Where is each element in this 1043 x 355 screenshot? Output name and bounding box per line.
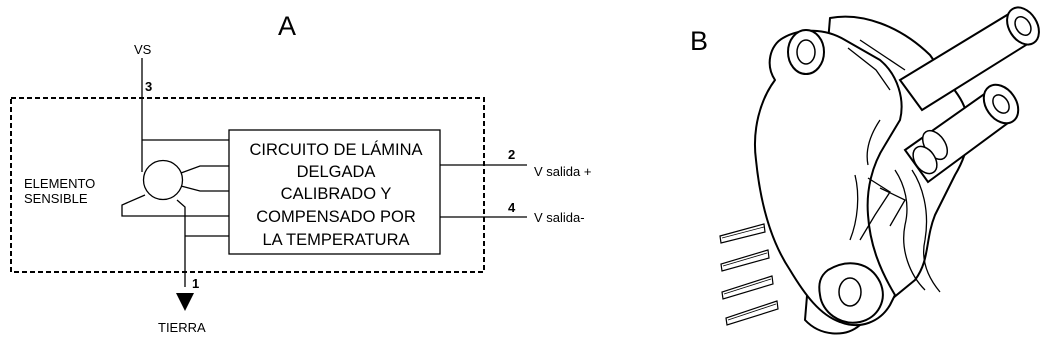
sensor-out-wire-2 bbox=[180, 185, 229, 192]
sensor-out-wire-1 bbox=[180, 165, 229, 174]
sensor-detail-lines bbox=[847, 39, 941, 293]
sensor-loop-wire bbox=[121, 194, 229, 217]
panel-a-schematic: A VS 3 ELEMENTO SENSIBLE bbox=[10, 11, 591, 335]
panel-b-label: B bbox=[690, 26, 708, 56]
pin-3-number: 3 bbox=[145, 79, 152, 94]
sensor-body-drawing bbox=[754, 15, 970, 335]
circuit-text-line4: COMPENSADO POR bbox=[256, 208, 416, 226]
pin-4-number: 4 bbox=[508, 200, 516, 215]
pin-1-number: 1 bbox=[192, 276, 199, 291]
circuit-text-line3: CALIBRADO Y bbox=[281, 185, 392, 203]
wiring bbox=[121, 58, 527, 287]
circuit-block bbox=[228, 129, 441, 255]
output-plus-label: V salida + bbox=[534, 164, 591, 179]
panel-a-label: A bbox=[278, 11, 296, 41]
sensor-housing-outline bbox=[10, 97, 485, 273]
sensor-label-line2: SENSIBLE bbox=[24, 191, 88, 206]
sensing-element-symbol bbox=[142, 159, 184, 201]
circuit-text-line1: CIRCUITO DE LÁMINA bbox=[250, 140, 423, 159]
output-minus-label: V salida- bbox=[534, 210, 585, 225]
circuit-text-line5: LA TEMPERATURA bbox=[262, 231, 409, 249]
sensor-pins-drawing bbox=[719, 223, 779, 326]
sensor-label-line1: ELEMENTO bbox=[24, 176, 95, 191]
ground-arrow-icon bbox=[176, 293, 194, 311]
circuit-text-line2: DELGADA bbox=[297, 163, 376, 181]
pressure-ports-drawing bbox=[898, 6, 1040, 184]
ground-label: TIERRA bbox=[158, 320, 206, 335]
ground-wire bbox=[176, 199, 186, 287]
panel-b-illustration: B bbox=[690, 6, 1040, 335]
pin-2-number: 2 bbox=[508, 147, 515, 162]
supply-label: VS bbox=[134, 42, 152, 57]
